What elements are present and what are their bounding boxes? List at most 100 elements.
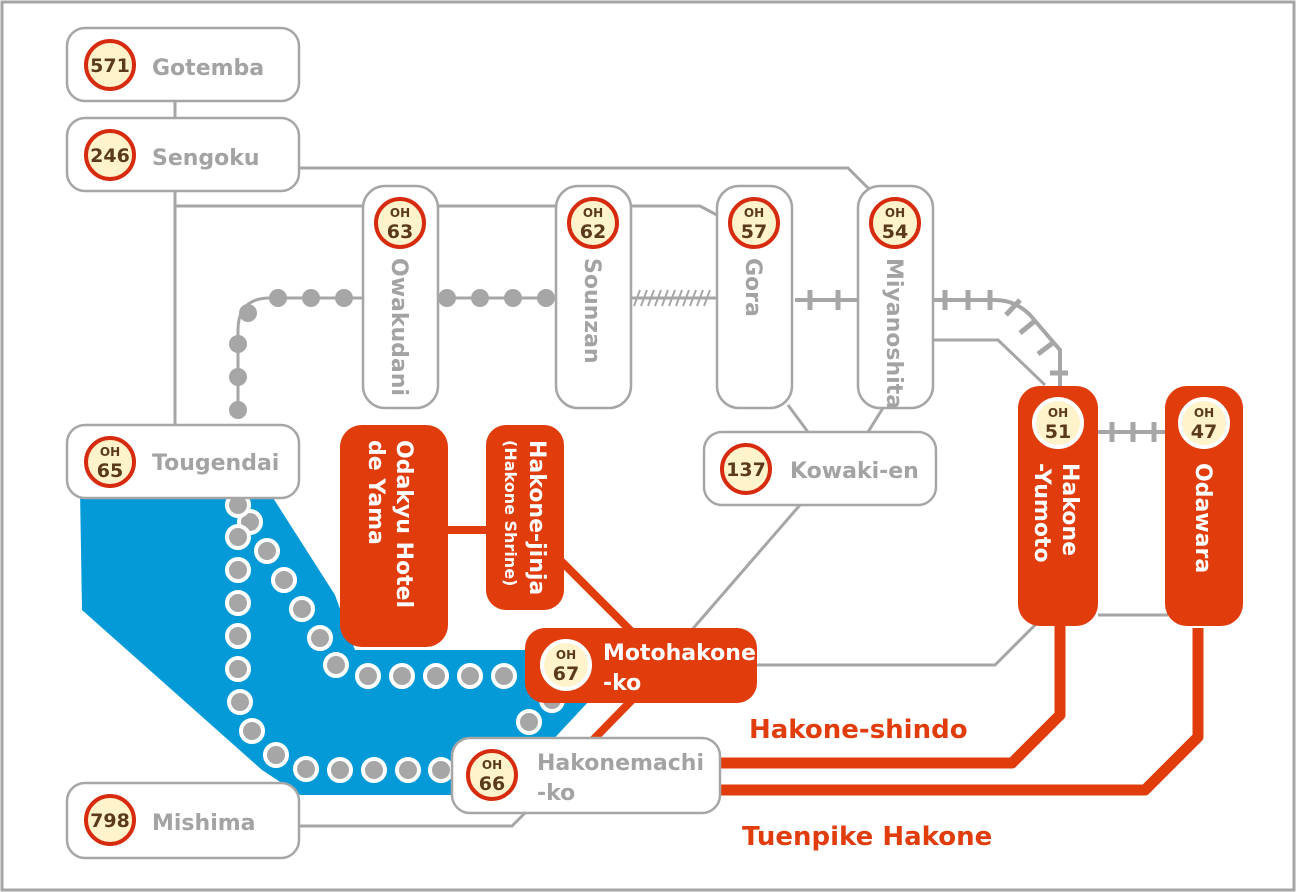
cable-car-hatch xyxy=(661,289,669,307)
boat-dot xyxy=(225,656,251,682)
route-label-hakone-shindo: Hakone-shindo xyxy=(749,715,968,745)
boat-dot xyxy=(491,663,517,689)
ropeway-dot xyxy=(229,401,247,419)
station-name-line2: -Yumoto xyxy=(1029,463,1054,563)
station-hakone-jinja[interactable]: Hakone-jinja (Hakone Shrine) xyxy=(486,425,564,610)
station-code-badge: OH 54 xyxy=(869,197,921,249)
station-name-line2: de Yama xyxy=(363,440,388,545)
station-code-number: 57 xyxy=(741,221,767,243)
boat-dot xyxy=(289,596,315,622)
station-odawara[interactable]: OH 47 Odawara xyxy=(1165,386,1243,626)
road-jinja-motohakone xyxy=(557,557,643,643)
station-code-number: 47 xyxy=(1191,421,1217,443)
cable-car-hatch xyxy=(703,289,711,307)
cable-car-line xyxy=(632,289,716,307)
station-name-line1: Hakone-jinja xyxy=(524,440,549,595)
boat-dot xyxy=(457,663,483,689)
station-code-prefix: OH xyxy=(583,206,603,220)
station-code-badge: OH 66 xyxy=(466,749,518,801)
ropeway-dot xyxy=(438,289,456,307)
station-code-badge: 798 xyxy=(84,794,136,846)
boat-dot xyxy=(239,718,265,744)
station-code-number: 246 xyxy=(90,145,130,167)
station-code-badge: OH 47 xyxy=(1178,397,1230,449)
station-name: Mishima xyxy=(152,811,256,836)
station-name: Gora xyxy=(740,258,765,317)
boat-dot xyxy=(361,757,387,783)
station-code-prefix: OH xyxy=(556,648,576,662)
station-sounzan[interactable]: OH 62 Sounzan xyxy=(554,184,633,410)
station-hakone-yumoto[interactable]: OH 51 Hakone -Yumoto xyxy=(1018,386,1098,626)
boat-dot xyxy=(225,557,251,583)
cable-car-hatch xyxy=(682,289,690,307)
station-box xyxy=(340,425,448,647)
station-name-line2: -ko xyxy=(603,671,641,696)
lake-ashi xyxy=(80,490,590,795)
boat-route-inner xyxy=(237,509,517,689)
cable-car-hatch xyxy=(689,289,697,307)
boat-dot xyxy=(271,567,297,593)
bus-line-kowakien-motohakone xyxy=(688,504,802,633)
station-code-badge: OH 67 xyxy=(540,639,592,691)
station-name: Kowaki-en xyxy=(790,459,919,484)
station-box xyxy=(1018,386,1098,626)
station-code-badge: OH 51 xyxy=(1032,397,1084,449)
station-tougendai[interactable]: OH 65 Tougendai xyxy=(65,423,301,500)
boat-dot xyxy=(389,663,415,689)
cable-car-hatch xyxy=(633,289,641,307)
boat-dot xyxy=(323,652,349,678)
station-sengoku[interactable]: 246 Sengoku xyxy=(65,116,301,193)
station-name: Miyanoshita xyxy=(881,258,906,409)
station-gora[interactable]: OH 57 Gora xyxy=(715,184,794,410)
station-code-prefix: OH xyxy=(744,206,764,220)
station-code-number: 67 xyxy=(553,663,579,685)
station-name: Tougendai xyxy=(152,451,279,476)
boat-dot xyxy=(395,757,421,783)
route-label-tuenpike-hakone: Tuenpike Hakone xyxy=(742,822,992,852)
ropeway-dot xyxy=(239,304,257,322)
station-mishima[interactable]: 798 Mishima xyxy=(65,781,301,860)
station-kowakien[interactable]: 137 Kowaki-en xyxy=(702,430,938,507)
station-box xyxy=(1165,386,1243,626)
road-lines xyxy=(440,526,1204,796)
road-tuenpike-hakone xyxy=(718,628,1204,796)
station-code-number: 65 xyxy=(97,460,123,482)
station-code-prefix: OH xyxy=(885,206,905,220)
ropeway-line xyxy=(229,289,555,419)
station-owakudani[interactable]: OH 63 Owakudani xyxy=(361,184,440,410)
boat-dot xyxy=(516,709,542,735)
boat-dot xyxy=(327,757,353,783)
station-code-prefix: OH xyxy=(1048,406,1068,420)
bus-line-sengoku-miyanoshita xyxy=(298,166,872,192)
station-name: Sengoku xyxy=(152,146,260,171)
station-code-number: 54 xyxy=(882,221,908,243)
boat-dot xyxy=(423,663,449,689)
station-code-badge: OH 63 xyxy=(374,197,426,249)
station-name-line1: Hakone xyxy=(1057,463,1082,556)
station-miyanoshita[interactable]: OH 54 Miyanoshita xyxy=(856,184,935,410)
ropeway-dot xyxy=(537,289,555,307)
ropeway-dot xyxy=(302,289,320,307)
ropeway-dot xyxy=(229,335,247,353)
station-code-badge: 246 xyxy=(84,129,136,181)
station-motohakone[interactable]: OH 67 Motohakone -ko xyxy=(525,628,757,703)
cable-car-hatch xyxy=(696,289,704,307)
station-code-prefix: OH xyxy=(390,206,410,220)
bus-line-motohakone-yumoto xyxy=(755,618,1042,667)
station-hakonemachi[interactable]: OH 66 Hakonemachi -ko xyxy=(450,736,722,815)
station-odakyu-hotel[interactable]: Odakyu Hotel de Yama xyxy=(340,425,448,647)
station-name-line1: Odakyu Hotel xyxy=(391,440,416,608)
station-box xyxy=(450,736,722,815)
boat-dot xyxy=(293,756,319,782)
ropeway-dot xyxy=(471,289,489,307)
station-name-line1: Motohakone xyxy=(603,641,756,666)
station-name-line2: -ko xyxy=(537,781,575,806)
railway-tie xyxy=(1018,318,1038,335)
cable-car-hatch xyxy=(654,289,662,307)
station-gotemba[interactable]: 571 Gotemba xyxy=(65,26,301,103)
boat-dot xyxy=(225,623,251,649)
station-code-prefix: OH xyxy=(482,758,502,772)
cable-car-hatch xyxy=(675,289,683,307)
boat-dot xyxy=(307,625,333,651)
